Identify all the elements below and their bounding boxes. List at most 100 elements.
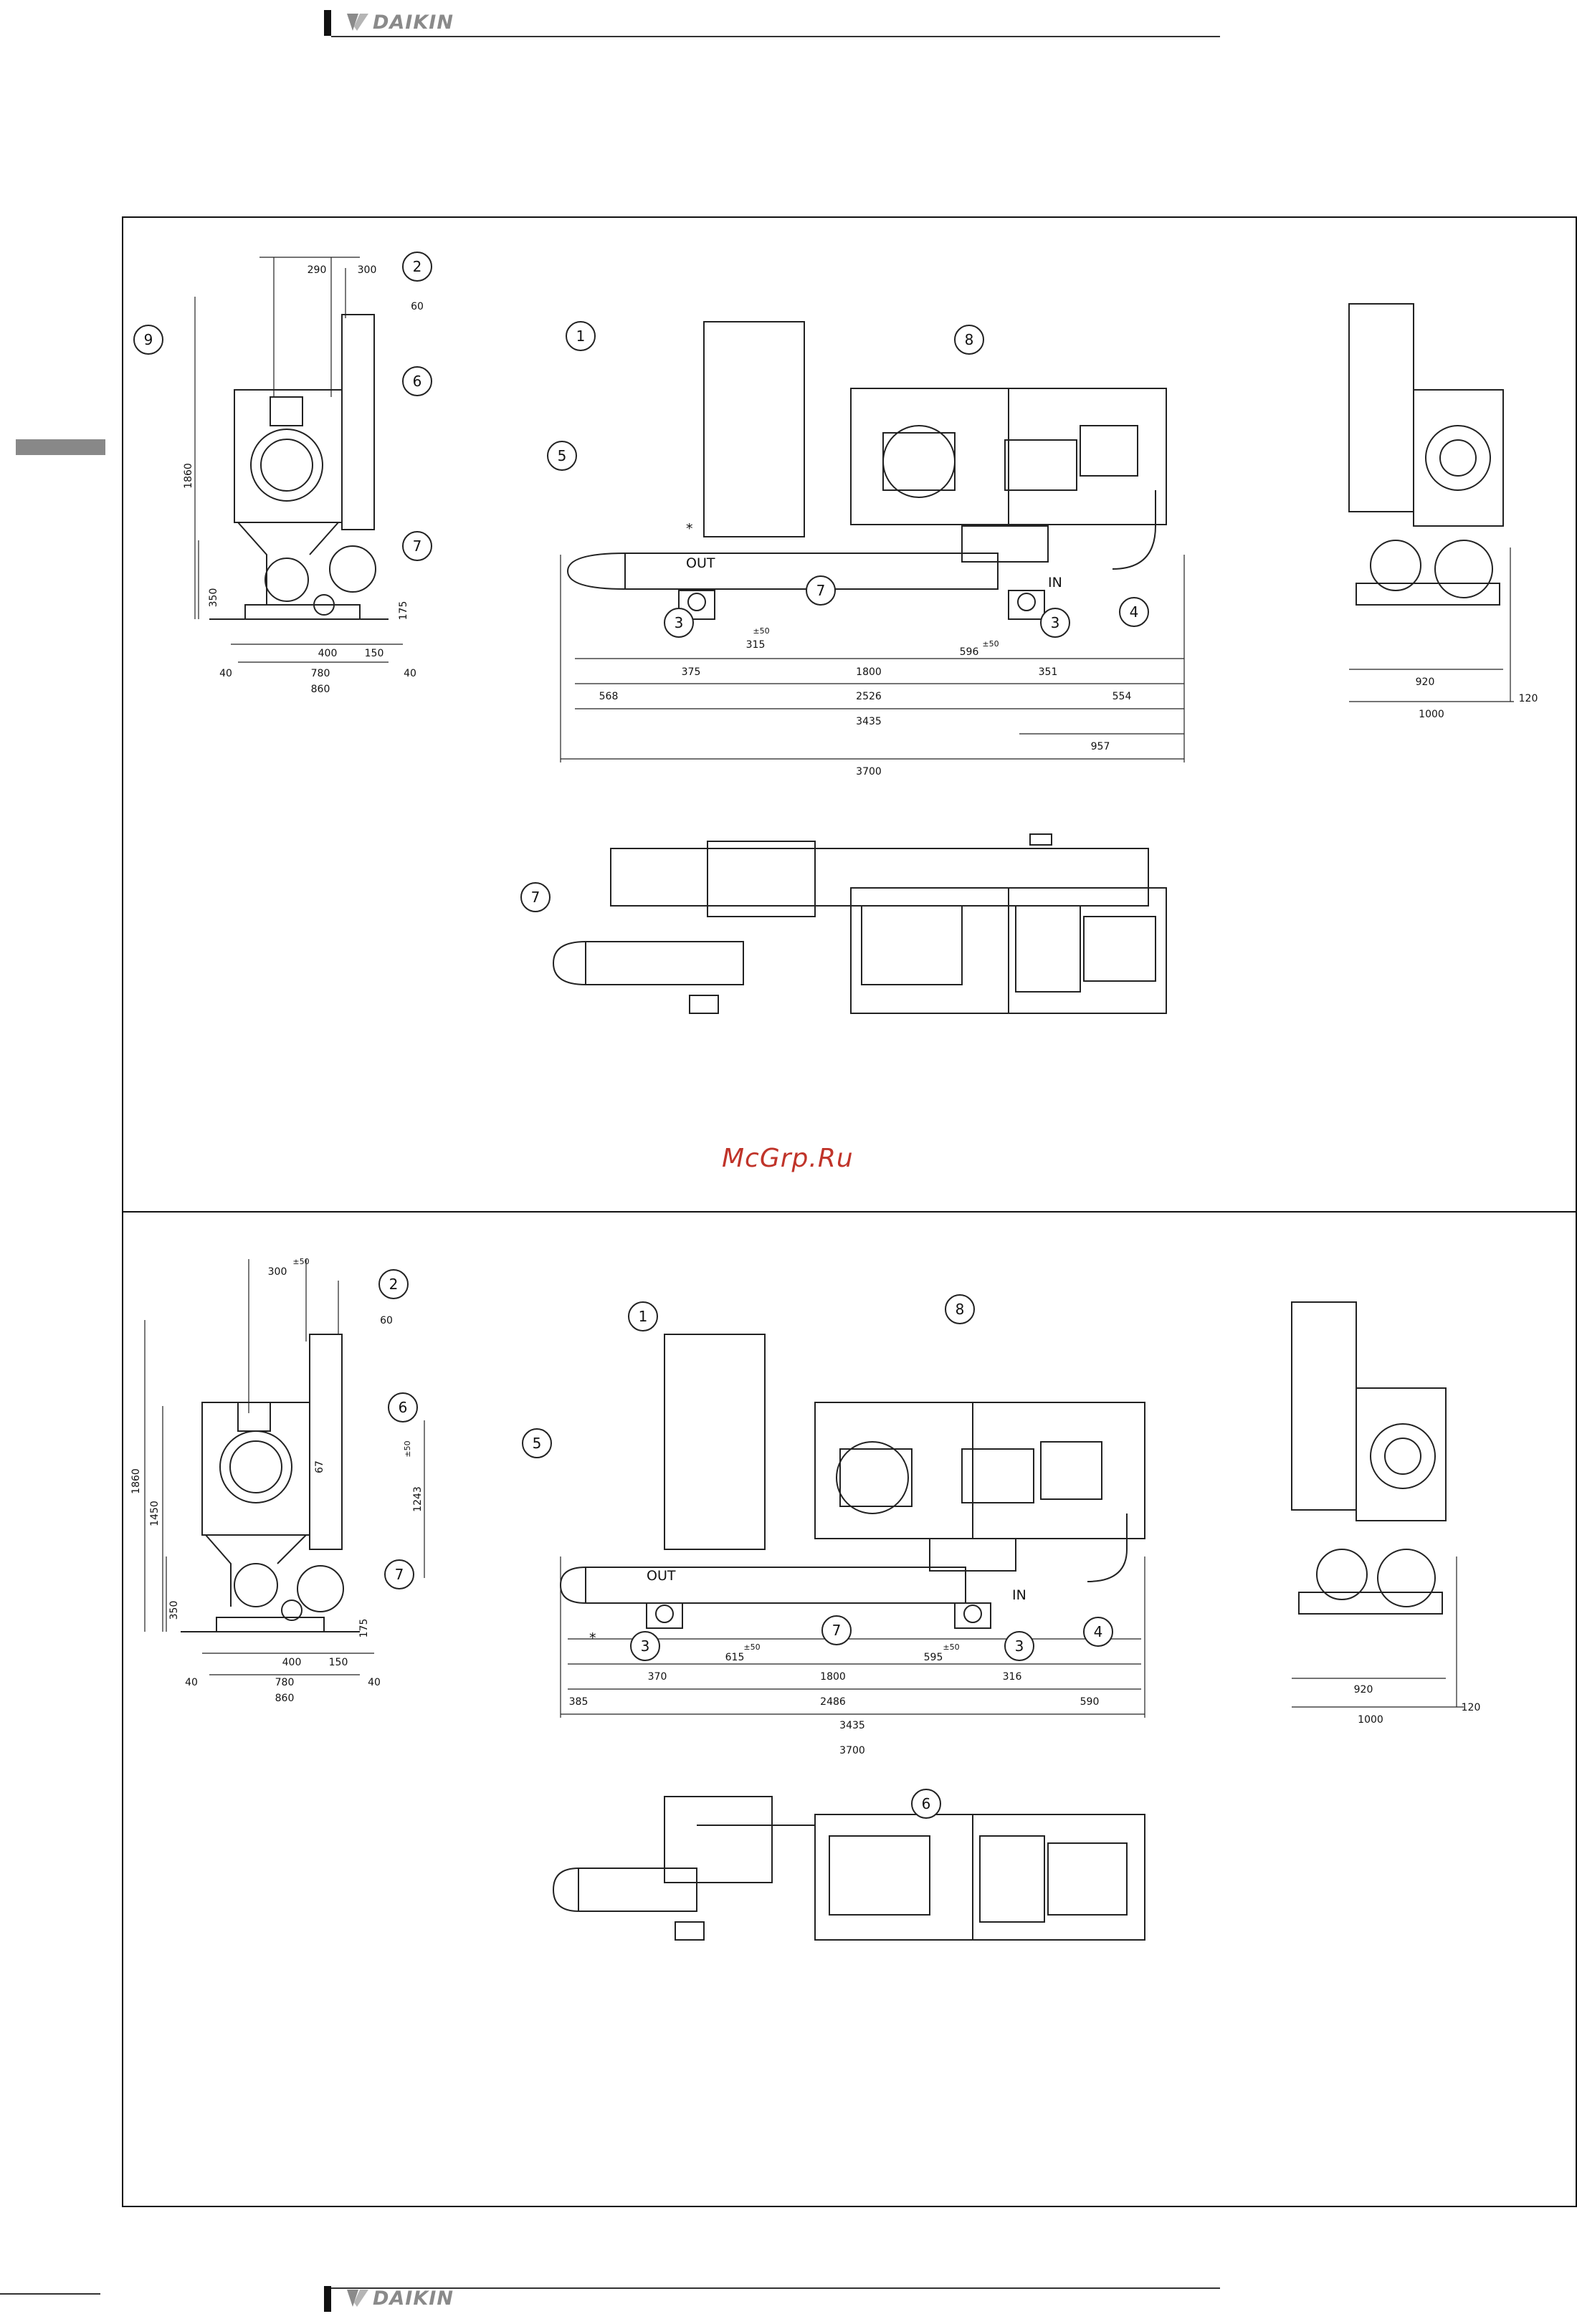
callout-7-text: 7	[816, 582, 826, 599]
callout-2-text: 2	[413, 258, 422, 275]
callout-2-text: 2	[389, 1276, 399, 1293]
dim-label: 2486	[820, 1696, 846, 1708]
dim-label: 290	[308, 264, 327, 276]
callout-8-top	[954, 325, 984, 355]
daikin-logo: DAIKIN	[347, 2286, 454, 2310]
callout-7-text: 7	[531, 889, 540, 906]
dim-label: 3700	[839, 1745, 865, 1756]
callout-7-front-bottom	[821, 1615, 852, 1645]
callout-6-bottom	[388, 1392, 418, 1422]
callout-5-text: 5	[558, 447, 567, 464]
dim-label: 1243	[412, 1486, 424, 1512]
callout-9-text: 9	[144, 331, 153, 348]
drawing-bottom-svg: 2 6 7 1 8 5 3 7 3 4 6 OUT IN * 300 ±50 6…	[130, 1257, 1481, 1941]
header-brand-text: DAIKIN	[373, 11, 454, 34]
callout-6-text: 6	[922, 1795, 931, 1812]
footer-brand: DAIKIN	[324, 2286, 1220, 2315]
callout-7-text: 7	[413, 537, 422, 555]
dim-label: 554	[1113, 691, 1132, 702]
drawing-panel-bottom: 2 6 7 1 8 5 3 7 3 4 6 OUT IN * 300 ±50 6…	[122, 1211, 1577, 2207]
callout-7-side-top	[402, 531, 432, 561]
dim-label: 596	[960, 646, 979, 658]
callout-4-bottom	[1083, 1617, 1113, 1647]
dim-label: 595	[924, 1652, 943, 1663]
header-rule	[331, 36, 1220, 37]
footer-rule	[331, 2287, 1220, 2289]
callout-2-bottom	[378, 1269, 409, 1299]
label-star: *	[589, 1630, 596, 1646]
dim-label: 351	[1039, 666, 1058, 678]
dim-label: 60	[411, 301, 424, 312]
footer-left-rule	[0, 2293, 100, 2295]
callout-2-top	[402, 252, 432, 282]
daikin-logo-icon	[347, 14, 368, 31]
dim-label: 316	[1003, 1671, 1022, 1683]
dim-label: 67	[314, 1460, 325, 1473]
dim-label: 568	[599, 691, 619, 702]
callout-9-top	[133, 325, 163, 355]
dim-label: 120	[1462, 1702, 1481, 1713]
footer-brand-text: DAIKIN	[373, 2287, 454, 2310]
dim-label: 385	[569, 1696, 589, 1708]
dim-label: 1000	[1419, 709, 1444, 720]
dim-label: 400	[282, 1657, 302, 1668]
callout-7-plan-top	[520, 882, 551, 912]
dim-label: ±50	[292, 1257, 309, 1266]
label-star: *	[686, 521, 693, 537]
dim-label: ±50	[982, 639, 999, 649]
section-tab	[16, 439, 105, 455]
dim-label: 40	[368, 1677, 381, 1688]
dim-label: 920	[1416, 676, 1435, 688]
dim-label: 175	[358, 1619, 370, 1638]
daikin-logo: DAIKIN	[347, 10, 454, 34]
dim-label: 3435	[856, 716, 882, 727]
dim-label: 40	[404, 668, 416, 679]
callout-8-text: 8	[965, 331, 974, 348]
callout-3-text: 3	[641, 1637, 650, 1655]
label-in: IN	[1012, 1587, 1026, 1603]
dim-label: 300	[268, 1266, 287, 1278]
callout-6-text: 6	[413, 373, 422, 390]
dim-label: 3435	[839, 1720, 865, 1731]
dim-label: 1450	[149, 1501, 161, 1526]
header-bar	[324, 10, 331, 36]
callout-7-text: 7	[832, 1622, 842, 1639]
dim-label: 780	[275, 1677, 295, 1688]
dim-label: 2526	[856, 691, 882, 702]
dim-label: 1860	[183, 463, 194, 489]
callout-7-text: 7	[395, 1566, 404, 1583]
dim-label: ±50	[743, 1642, 760, 1652]
header-brand: DAIKIN	[324, 10, 1220, 39]
top-side-frame	[234, 389, 343, 523]
footer-bar	[324, 2286, 331, 2312]
label-out: OUT	[647, 1568, 676, 1584]
callout-8-bottom	[945, 1294, 975, 1324]
callout-3-text: 3	[1051, 614, 1060, 631]
callout-5-top	[547, 441, 577, 471]
top-front-tank	[703, 321, 805, 537]
daikin-logo-icon	[347, 2290, 368, 2307]
callout-5-text: 5	[533, 1435, 542, 1452]
callout-3-left-bottom	[630, 1631, 660, 1661]
callout-1-bottom	[628, 1301, 658, 1331]
dim-label: 920	[1354, 1684, 1373, 1696]
callout-3-right-top	[1040, 608, 1070, 638]
dim-label: 860	[275, 1693, 295, 1704]
drawing-top-svg: 2 9 6 7 1 8 5 3 7 3 4 7 OUT IN * 290 300…	[133, 252, 1538, 1014]
dim-label: 1000	[1358, 1714, 1383, 1726]
label-out: OUT	[686, 555, 715, 571]
dim-label: 40	[185, 1677, 198, 1688]
dim-label: 350	[208, 588, 219, 608]
dim-label: ±50	[753, 626, 769, 636]
callout-4-top	[1119, 597, 1149, 627]
dim-label: 120	[1519, 693, 1538, 704]
callout-1-text: 1	[639, 1308, 648, 1325]
callout-3-right-bottom	[1004, 1631, 1034, 1661]
callout-8-text: 8	[956, 1301, 965, 1318]
dim-label: 60	[380, 1315, 393, 1326]
dim-label: 350	[168, 1601, 180, 1620]
callout-7-side-bottom	[384, 1559, 414, 1589]
callout-1-top	[566, 321, 596, 351]
label-in: IN	[1048, 575, 1062, 590]
watermark-text: McGrp.Ru	[722, 1144, 854, 1173]
